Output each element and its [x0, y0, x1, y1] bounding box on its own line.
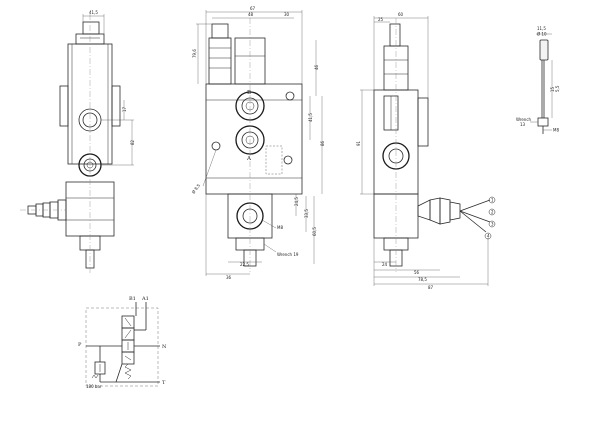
side-port-a-label: A	[246, 156, 252, 162]
front-side-boss-right	[111, 85, 121, 127]
lever-dim-3: 15	[550, 86, 555, 92]
lever-knob	[539, 39, 549, 61]
side-view: B A 67 48 30 79,6 46 41,5	[191, 6, 325, 280]
side-label-wrench: Wrench 19	[277, 252, 299, 257]
side-mount-hole-top	[285, 91, 295, 101]
side-mount-hole-left	[211, 141, 221, 151]
side-dim-right: 30	[284, 12, 290, 17]
front-rubber-boot	[20, 199, 67, 221]
rear-lever-boot	[417, 197, 491, 233]
schematic-port-a: A1	[141, 296, 149, 302]
side-emboss-area	[265, 145, 283, 175]
side-dim-bottom1: 36	[226, 275, 232, 280]
front-side-boss-left	[59, 85, 69, 127]
rear-callout-1: 1	[491, 198, 494, 203]
schematic-port-p: P	[78, 342, 82, 348]
side-label-m8: M8	[277, 225, 283, 230]
front-view: 41,5 82 17	[20, 10, 135, 274]
rear-dim-left: 25	[378, 17, 384, 22]
lever-label-wrench: Wrench	[516, 117, 532, 122]
rear-dim-b3: 78,5	[418, 277, 427, 282]
rear-callout-3: 3	[491, 222, 494, 227]
side-dim-v4: 24,5	[294, 197, 299, 206]
front-spool-stem	[82, 21, 100, 35]
rear-dim-height: 91	[356, 140, 361, 146]
rear-dim-b2: 56	[414, 270, 420, 275]
rear-dim-b1: 24	[382, 262, 388, 267]
rear-view: 1 2 3 4 60 25 91 24 56 78,5 87	[356, 12, 496, 290]
front-dim-width: 41,5	[89, 10, 98, 15]
lever-label-m8: M8	[553, 128, 559, 133]
lever-base-nut	[537, 117, 549, 127]
front-dim-height: 82	[130, 139, 135, 145]
side-dim-mid: 48	[248, 12, 254, 17]
relief-setting: 180 bar	[86, 384, 102, 389]
rear-spool-stem	[389, 23, 401, 47]
lever-detail: 11,5 Ø 10 15 5,5 Wrench 13 M8	[516, 26, 560, 134]
lever-dim-1: 11,5	[537, 26, 546, 31]
side-mount-hole-right	[283, 155, 293, 165]
side-spool-stem	[211, 23, 229, 39]
front-dim-port: 17	[122, 106, 127, 112]
side-dim-v5: 33,5	[304, 209, 309, 218]
side-dim-top: 79,6	[192, 49, 197, 58]
rear-dim-b4: 87	[428, 285, 434, 290]
side-dim-v2: 41,5	[308, 113, 313, 122]
schematic-port-b: B1	[129, 296, 136, 302]
side-dim-v1: 46	[314, 64, 319, 70]
lever-dim-4: 5,5	[555, 85, 560, 92]
schematic-port-t: T	[162, 380, 166, 386]
relief-valve: 180 bar	[86, 346, 106, 389]
rear-callout-4: 4	[487, 234, 490, 239]
lever-dim-2: Ø 10	[537, 32, 547, 37]
rear-callout-2: 2	[491, 210, 494, 215]
hydraulic-schematic: B1 A1 P N 180 bar T	[78, 296, 167, 389]
schematic-boundary	[85, 307, 159, 387]
lever-label-wrench-size: 13	[520, 122, 526, 127]
side-spool-housing	[208, 37, 232, 85]
side-dim-hole: Ø 8,5	[191, 183, 202, 195]
side-dim-v6: 60,5	[312, 227, 317, 236]
side-dim-total: 67	[250, 6, 256, 11]
rear-side-boss	[417, 97, 429, 147]
schematic-port-n: N	[162, 344, 167, 350]
side-port-b-label: B	[247, 90, 251, 96]
side-dim-bottom2: 22,5	[240, 262, 249, 267]
rear-dim-width: 60	[398, 12, 404, 17]
side-dim-v3: 86	[320, 140, 325, 146]
spool-spring	[124, 363, 132, 380]
